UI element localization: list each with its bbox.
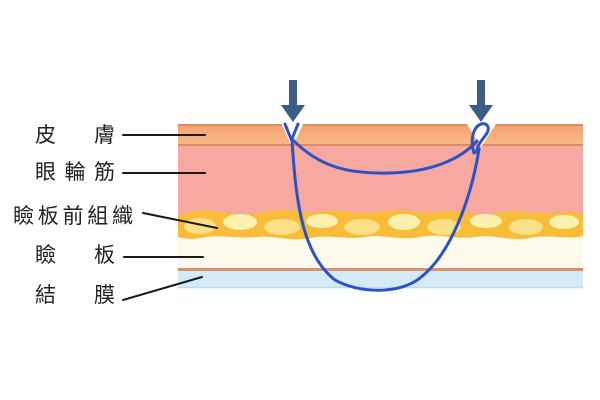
layer-orbicularis-muscle [178,146,583,216]
label-orbicularis-muscle: 眼輪筋 [35,161,115,184]
layer-conjunctiva [178,271,583,288]
suture-thread [283,122,490,292]
thread-knot-loop [470,122,490,155]
thread-surface-loop [290,137,479,175]
thread-deep-loop [290,138,481,292]
leader-line-conjunctiva [122,276,203,301]
layer-skin [178,124,583,146]
down-arrow-icon-right [469,80,493,122]
leader-lines [122,134,218,301]
label-pretarsal-tissue: 瞼板前組織 [13,205,133,228]
layer-pretarsal-tissue [178,209,583,240]
insertion-arrows [281,80,493,122]
down-arrow-icon-left [281,80,305,122]
label-tarsus: 瞼板 [35,244,115,267]
pretarsal-texture-blobs [184,214,579,235]
label-skin: 皮膚 [35,124,115,147]
tarsus-conjunctiva-border [178,268,583,271]
leader-line-pretarsal [142,212,218,229]
label-conjunctiva: 結膜 [35,284,115,307]
layer-stack [178,122,583,289]
